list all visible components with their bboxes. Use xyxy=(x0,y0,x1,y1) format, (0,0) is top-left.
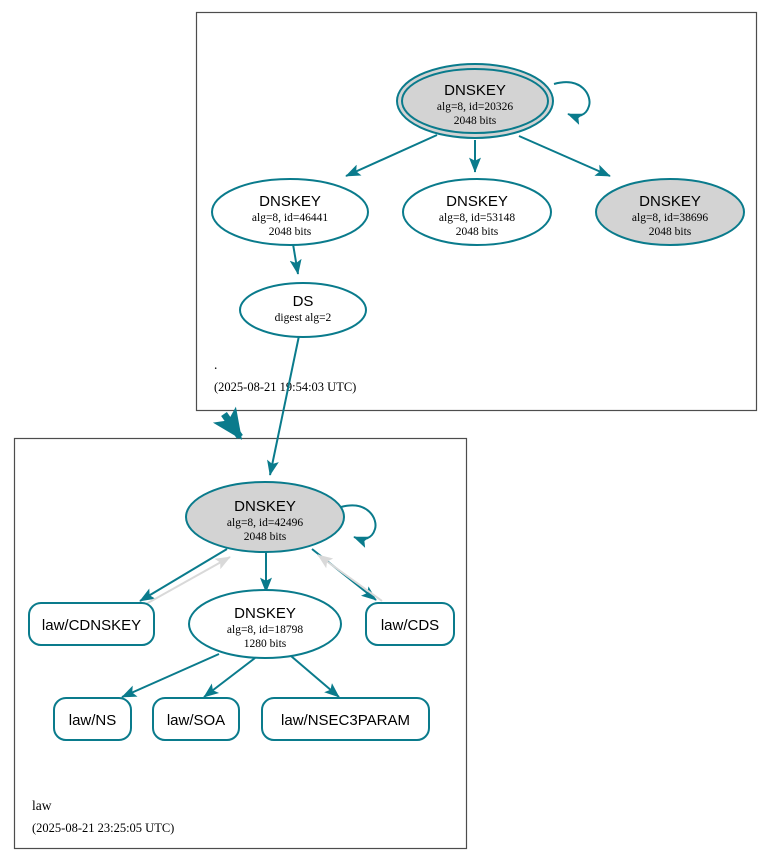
edge-law-zsk-to-soa xyxy=(203,657,256,698)
node-shape xyxy=(595,178,745,246)
node-title: DNSKEY xyxy=(234,498,296,515)
rrset-label: law/CDNSKEY xyxy=(42,617,141,634)
node-params: alg=8, id=46441 xyxy=(252,212,328,224)
node-size: 2048 bits xyxy=(244,531,287,543)
edge-zone-delegation-root-to-law xyxy=(212,406,243,440)
rrset-label: law/CDS xyxy=(381,617,439,634)
edge-root-ksk-to-46441 xyxy=(345,134,438,177)
edge-law-cdnskey-to-ksk xyxy=(145,556,231,605)
rrset-law-cdnskey[interactable]: law/CDNSKEY xyxy=(28,602,155,646)
node-params: alg=8, id=18798 xyxy=(227,624,303,636)
node-title: DNSKEY xyxy=(259,193,321,210)
zone-law-name: law xyxy=(32,798,52,813)
rrset-label: law/NSEC3PARAM xyxy=(281,712,410,729)
rrset-shape xyxy=(28,602,155,646)
node-title: DNSKEY xyxy=(234,605,296,622)
node-size: 2048 bits xyxy=(649,226,692,238)
rrset-law-soa[interactable]: law/SOA xyxy=(152,697,240,741)
node-params: alg=8, id=53148 xyxy=(439,212,515,224)
node-dnskey-law-zsk-18798[interactable]: DNSKEY alg=8, id=18798 1280 bits xyxy=(188,589,342,659)
rrset-shape xyxy=(261,697,430,741)
edge-law-zsk-to-nsec3param xyxy=(290,655,340,698)
edge-root-46441-to-ds xyxy=(289,243,302,275)
rrset-law-cds[interactable]: law/CDS xyxy=(365,602,455,646)
node-dnskey-root-38696[interactable]: DNSKEY alg=8, id=38696 2048 bits xyxy=(595,178,745,246)
rrset-label: law/SOA xyxy=(167,712,225,729)
rrset-law-nsec3param[interactable]: law/NSEC3PARAM xyxy=(261,697,430,741)
node-params: alg=8, id=38696 xyxy=(632,212,708,224)
node-title: DNSKEY xyxy=(639,193,701,210)
node-size: 2048 bits xyxy=(454,115,497,127)
edge-group-root xyxy=(289,81,611,275)
node-dnskey-law-ksk-42496[interactable]: DNSKEY alg=8, id=42496 2048 bits xyxy=(185,481,345,553)
node-shape-inner xyxy=(401,68,549,134)
zone-root-timestamp: (2025-08-21 19:54:03 UTC) xyxy=(214,380,356,394)
node-shape xyxy=(211,178,369,246)
node-size: 2048 bits xyxy=(456,226,499,238)
edge-law-ksk-to-cdnskey xyxy=(139,548,228,602)
node-title: DNSKEY xyxy=(444,82,506,99)
rrset-shape xyxy=(152,697,240,741)
node-shape xyxy=(402,178,552,246)
node-title: DS xyxy=(293,293,314,310)
node-ds-law[interactable]: DS digest alg=2 xyxy=(239,282,367,338)
edge-root-ksk-to-38696 xyxy=(518,135,611,177)
edge-group-law xyxy=(121,504,383,698)
zone-law-timestamp: (2025-08-21 23:25:05 UTC) xyxy=(32,821,174,835)
rrset-shape xyxy=(365,602,455,646)
rrset-label: law/NS xyxy=(69,712,117,729)
rrset-law-ns[interactable]: law/NS xyxy=(53,697,132,741)
edge-root-ksk-selfsign xyxy=(553,81,591,125)
node-dnskey-root-46441[interactable]: DNSKEY alg=8, id=46441 2048 bits xyxy=(211,178,369,246)
node-size: 2048 bits xyxy=(269,226,312,238)
node-shape xyxy=(188,589,342,659)
edge-law-cds-to-ksk xyxy=(317,554,383,602)
rrset-shape xyxy=(53,697,132,741)
node-title: DNSKEY xyxy=(446,193,508,210)
node-params: digest alg=2 xyxy=(275,312,332,324)
node-shape xyxy=(185,481,345,553)
zone-root-name: . xyxy=(214,357,217,372)
node-dnskey-root-ksk-20326[interactable]: DNSKEY alg=8, id=20326 2048 bits xyxy=(396,63,554,139)
edge-group-delegation xyxy=(212,330,301,476)
node-dnskey-root-53148[interactable]: DNSKEY alg=8, id=53148 2048 bits xyxy=(402,178,552,246)
edge-ds-to-law-ksk xyxy=(267,330,301,476)
edge-law-ksk-selfsign xyxy=(340,504,377,548)
node-params: alg=8, id=20326 xyxy=(437,101,513,113)
node-shape xyxy=(239,282,367,338)
node-params: alg=8, id=42496 xyxy=(227,517,303,529)
edge-law-zsk-to-ns xyxy=(121,653,220,698)
node-size: 1280 bits xyxy=(244,638,287,650)
